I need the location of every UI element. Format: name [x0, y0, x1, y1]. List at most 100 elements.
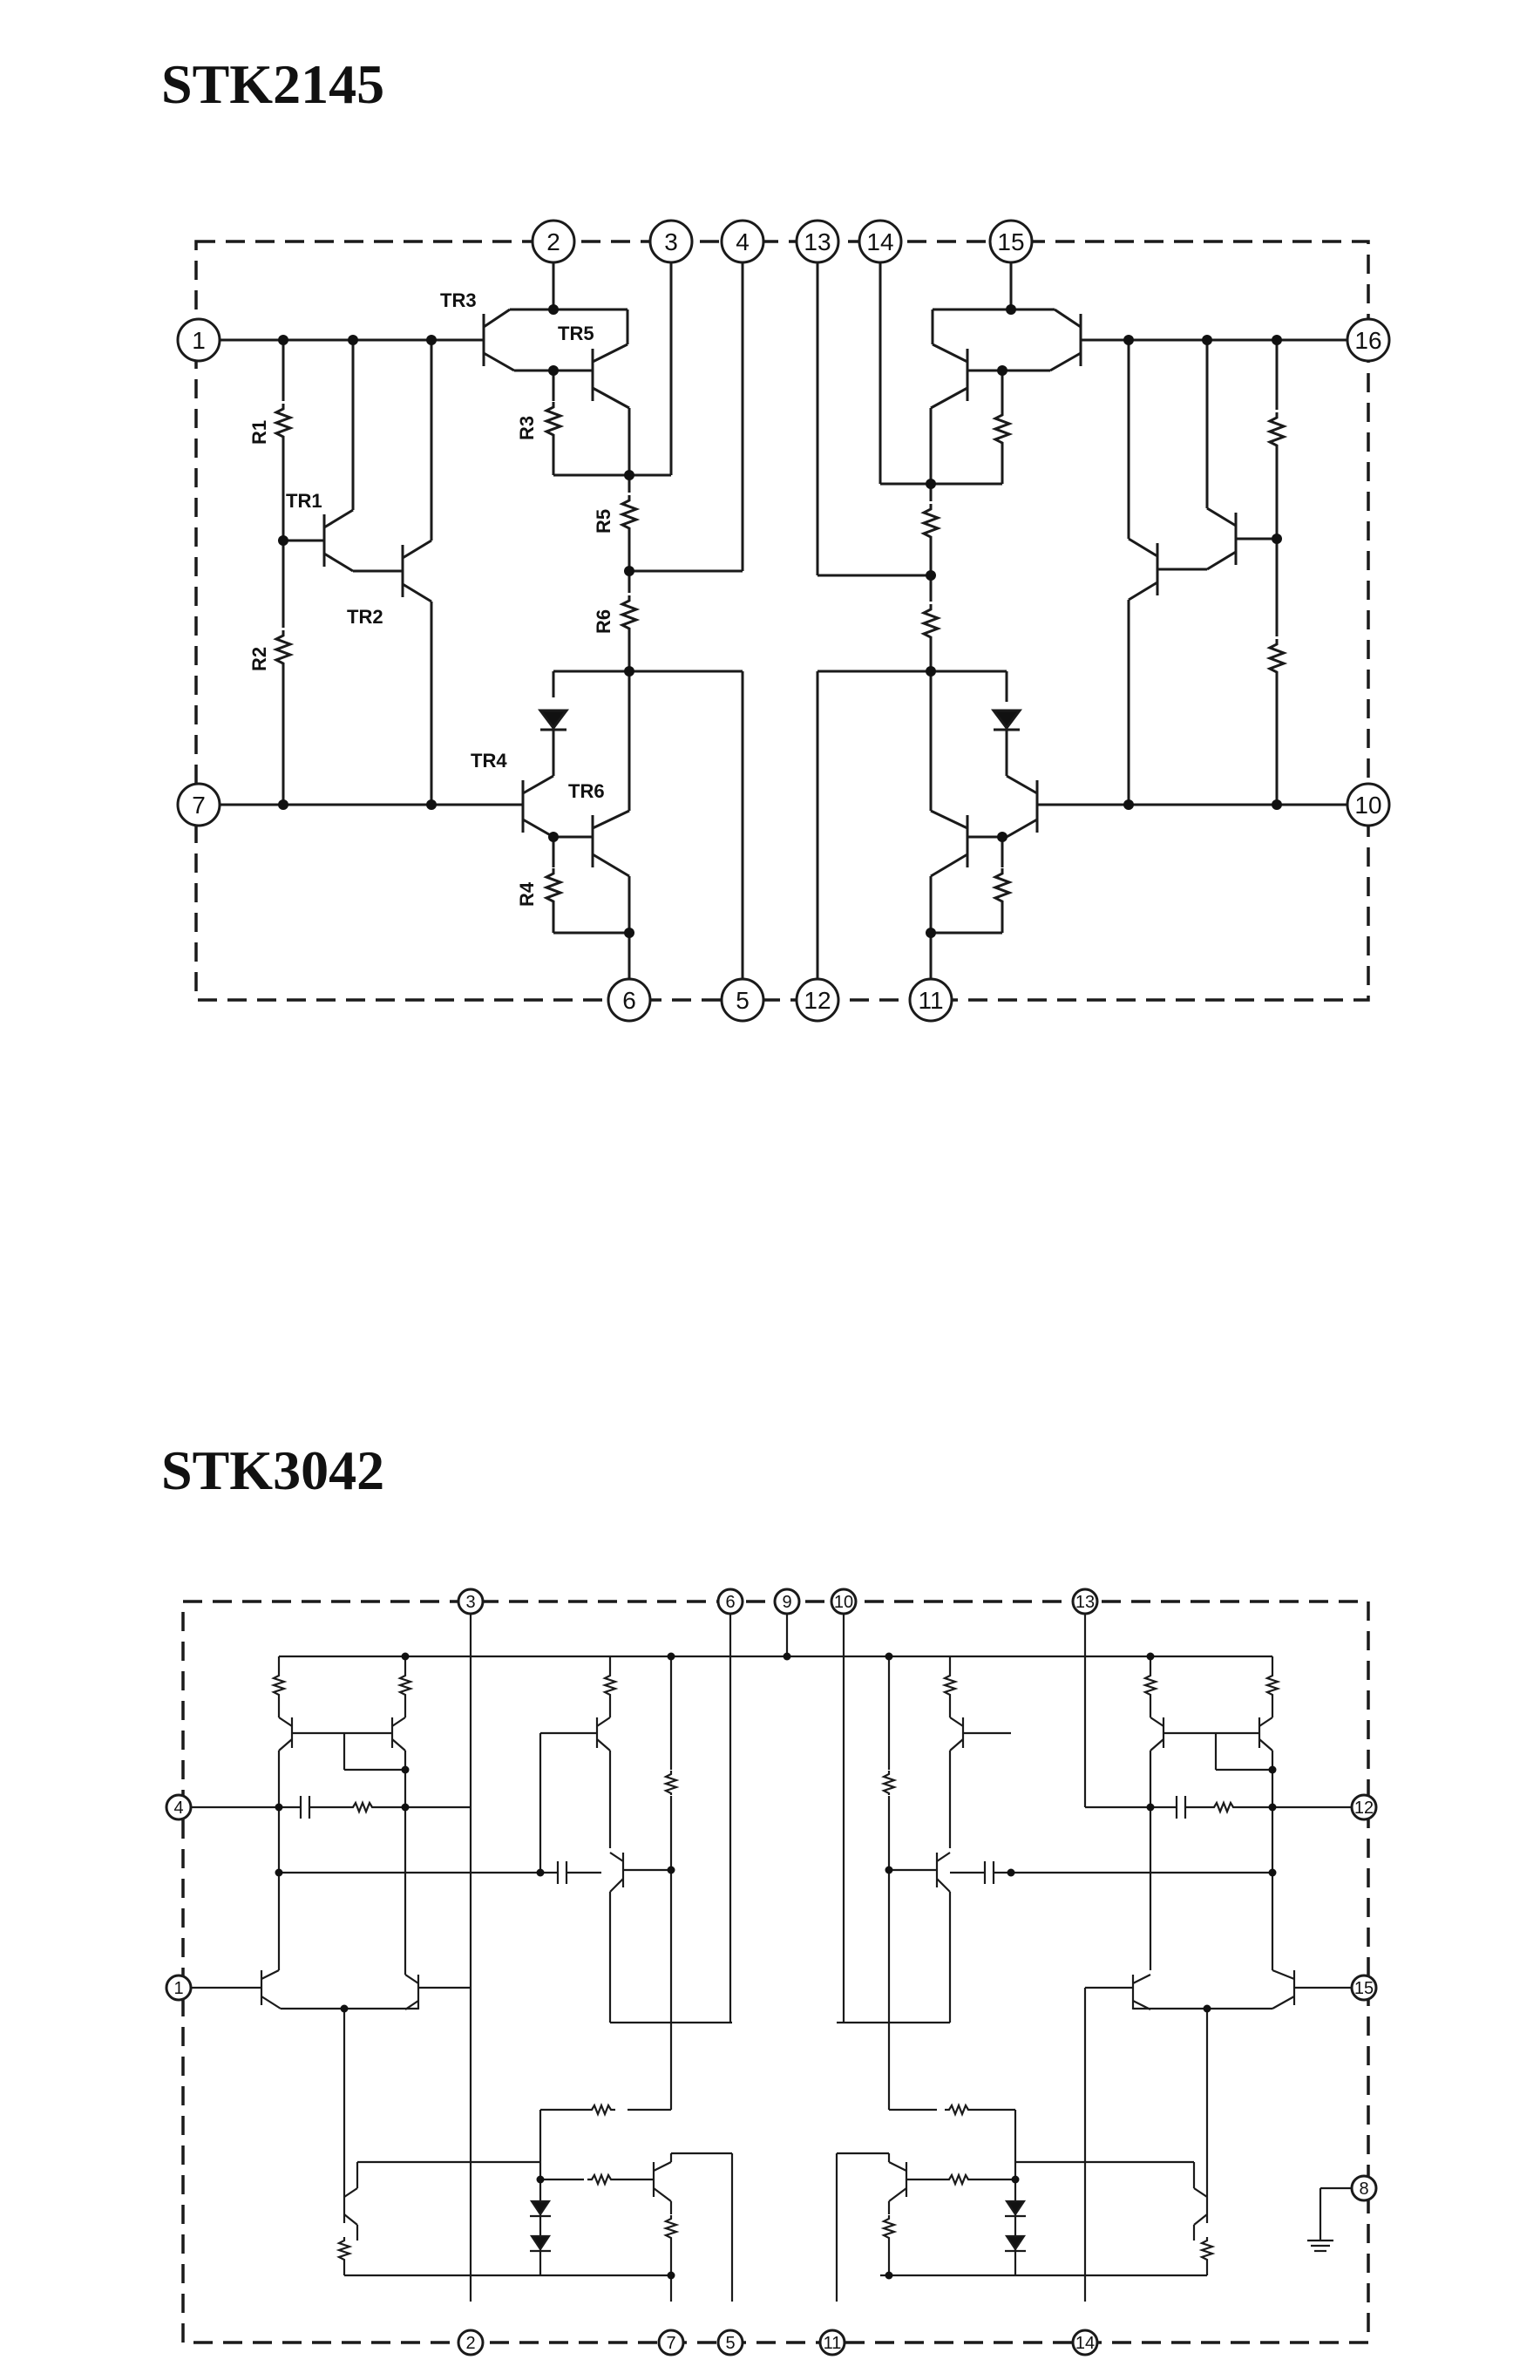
svg-text:4: 4 [173, 1799, 183, 1818]
pin-5: 5 [720, 977, 765, 1023]
pin2-6: 6 [716, 1588, 744, 1615]
svg-text:15: 15 [997, 228, 1024, 255]
svg-text:2: 2 [465, 2334, 475, 2353]
svg-text:10: 10 [834, 1593, 853, 1612]
resistor-icon [275, 402, 292, 444]
resistor-icon [272, 1670, 286, 1698]
label-r2: R2 [248, 647, 270, 671]
resistor-icon [1208, 1801, 1239, 1813]
pin-14: 14 [858, 219, 903, 264]
pin2-15: 15 [1350, 1974, 1378, 2002]
svg-text:5: 5 [736, 987, 750, 1014]
diode-icon [529, 2234, 552, 2251]
label-r3: R3 [516, 416, 538, 440]
pin2-9: 9 [773, 1588, 801, 1615]
resistor-icon [1265, 1670, 1279, 1698]
stk2145-title: STK2145 [161, 53, 385, 115]
svg-text:6: 6 [725, 1593, 735, 1612]
resistor-icon [1200, 2235, 1214, 2263]
resistor-icon [621, 493, 638, 535]
svg-text:5: 5 [725, 2334, 735, 2353]
package-outline [194, 240, 1370, 1002]
pin2-5: 5 [716, 2329, 744, 2356]
svg-text:1: 1 [192, 327, 206, 354]
pin-1: 1 [176, 317, 221, 363]
label-tr6: TR6 [568, 780, 605, 802]
label-tr4: TR4 [471, 750, 507, 772]
pin-6: 6 [607, 977, 652, 1023]
svg-text:6: 6 [622, 987, 636, 1014]
pin2-1: 1 [165, 1974, 193, 2002]
resistor-icon [664, 1769, 678, 1797]
svg-text:12: 12 [1354, 1799, 1374, 1818]
left-circuit [218, 241, 744, 1000]
stk3042-circuit-left [179, 1601, 1272, 2302]
resistor-icon [922, 502, 940, 544]
pin-15: 15 [988, 219, 1034, 264]
pin-3: 3 [648, 219, 694, 264]
svg-text:3: 3 [664, 228, 678, 255]
resistor-icon [347, 1801, 378, 1813]
resistor-icon [1143, 1670, 1157, 1698]
svg-text:1: 1 [173, 1979, 183, 1998]
stk3042-title: STK3042 [161, 1439, 385, 1501]
stk3042-schematic: 3 6 9 10 13 4 12 1 15 8 2 7 5 11 14 [165, 1588, 1378, 2356]
svg-text:2: 2 [546, 228, 560, 255]
svg-text:12: 12 [804, 987, 831, 1014]
pin2-4: 4 [165, 1793, 193, 1821]
resistor-icon [275, 629, 292, 670]
resistor-icon [1268, 411, 1286, 452]
svg-text:14: 14 [1075, 2334, 1095, 2353]
pin-12: 12 [795, 977, 840, 1023]
label-tr2: TR2 [347, 606, 383, 628]
resistor-icon [882, 2213, 896, 2241]
svg-text:15: 15 [1354, 1979, 1374, 1998]
label-tr3: TR3 [440, 289, 477, 311]
pin-13: 13 [795, 219, 840, 264]
svg-text:11: 11 [918, 987, 943, 1014]
resistor-icon [586, 2104, 617, 2116]
pin-2: 2 [531, 219, 576, 264]
pin2-7: 7 [657, 2329, 685, 2356]
pin-11: 11 [908, 977, 953, 1023]
resistor-icon [943, 2173, 974, 2186]
junction-dots [278, 304, 1282, 938]
svg-text:3: 3 [465, 1593, 475, 1612]
resistor-icon [586, 2173, 617, 2186]
pin-4: 4 [720, 219, 765, 264]
resistor-icon [943, 2104, 974, 2116]
resistor-icon [922, 602, 940, 644]
label-tr5: TR5 [558, 323, 594, 344]
pin2-2: 2 [457, 2329, 485, 2356]
resistor-icon [882, 1769, 896, 1797]
resistor-icon [994, 408, 1011, 450]
resistor-icon [545, 400, 562, 442]
label-tr1: TR1 [286, 490, 322, 512]
svg-text:10: 10 [1354, 792, 1381, 819]
diode-icon [991, 709, 1022, 731]
junction-dots-2 [275, 1652, 1277, 2280]
right-circuit [816, 241, 1347, 1000]
resistor-icon [943, 1670, 957, 1698]
svg-text:7: 7 [192, 792, 206, 819]
resistor-icon [545, 867, 562, 908]
svg-text:16: 16 [1354, 327, 1381, 354]
svg-text:9: 9 [782, 1593, 791, 1612]
pin2-10: 10 [830, 1588, 858, 1615]
resistor-icon [398, 1670, 412, 1698]
pin2-13: 13 [1071, 1588, 1099, 1615]
resistor-icon [337, 2235, 351, 2263]
svg-text:13: 13 [1075, 1593, 1095, 1612]
resistor-icon [621, 594, 638, 636]
label-r6: R6 [593, 609, 614, 634]
label-r1: R1 [248, 420, 270, 445]
diode-icon [1004, 2234, 1027, 2251]
pin-16: 16 [1346, 317, 1391, 363]
pin-10: 10 [1346, 782, 1391, 827]
resistor-icon [994, 867, 1011, 908]
svg-text:11: 11 [824, 2334, 842, 2353]
label-r4: R4 [516, 881, 538, 907]
pin2-14: 14 [1071, 2329, 1099, 2356]
diode-icon [1004, 2200, 1027, 2216]
stk3042-circuit-right [835, 1601, 1364, 2302]
